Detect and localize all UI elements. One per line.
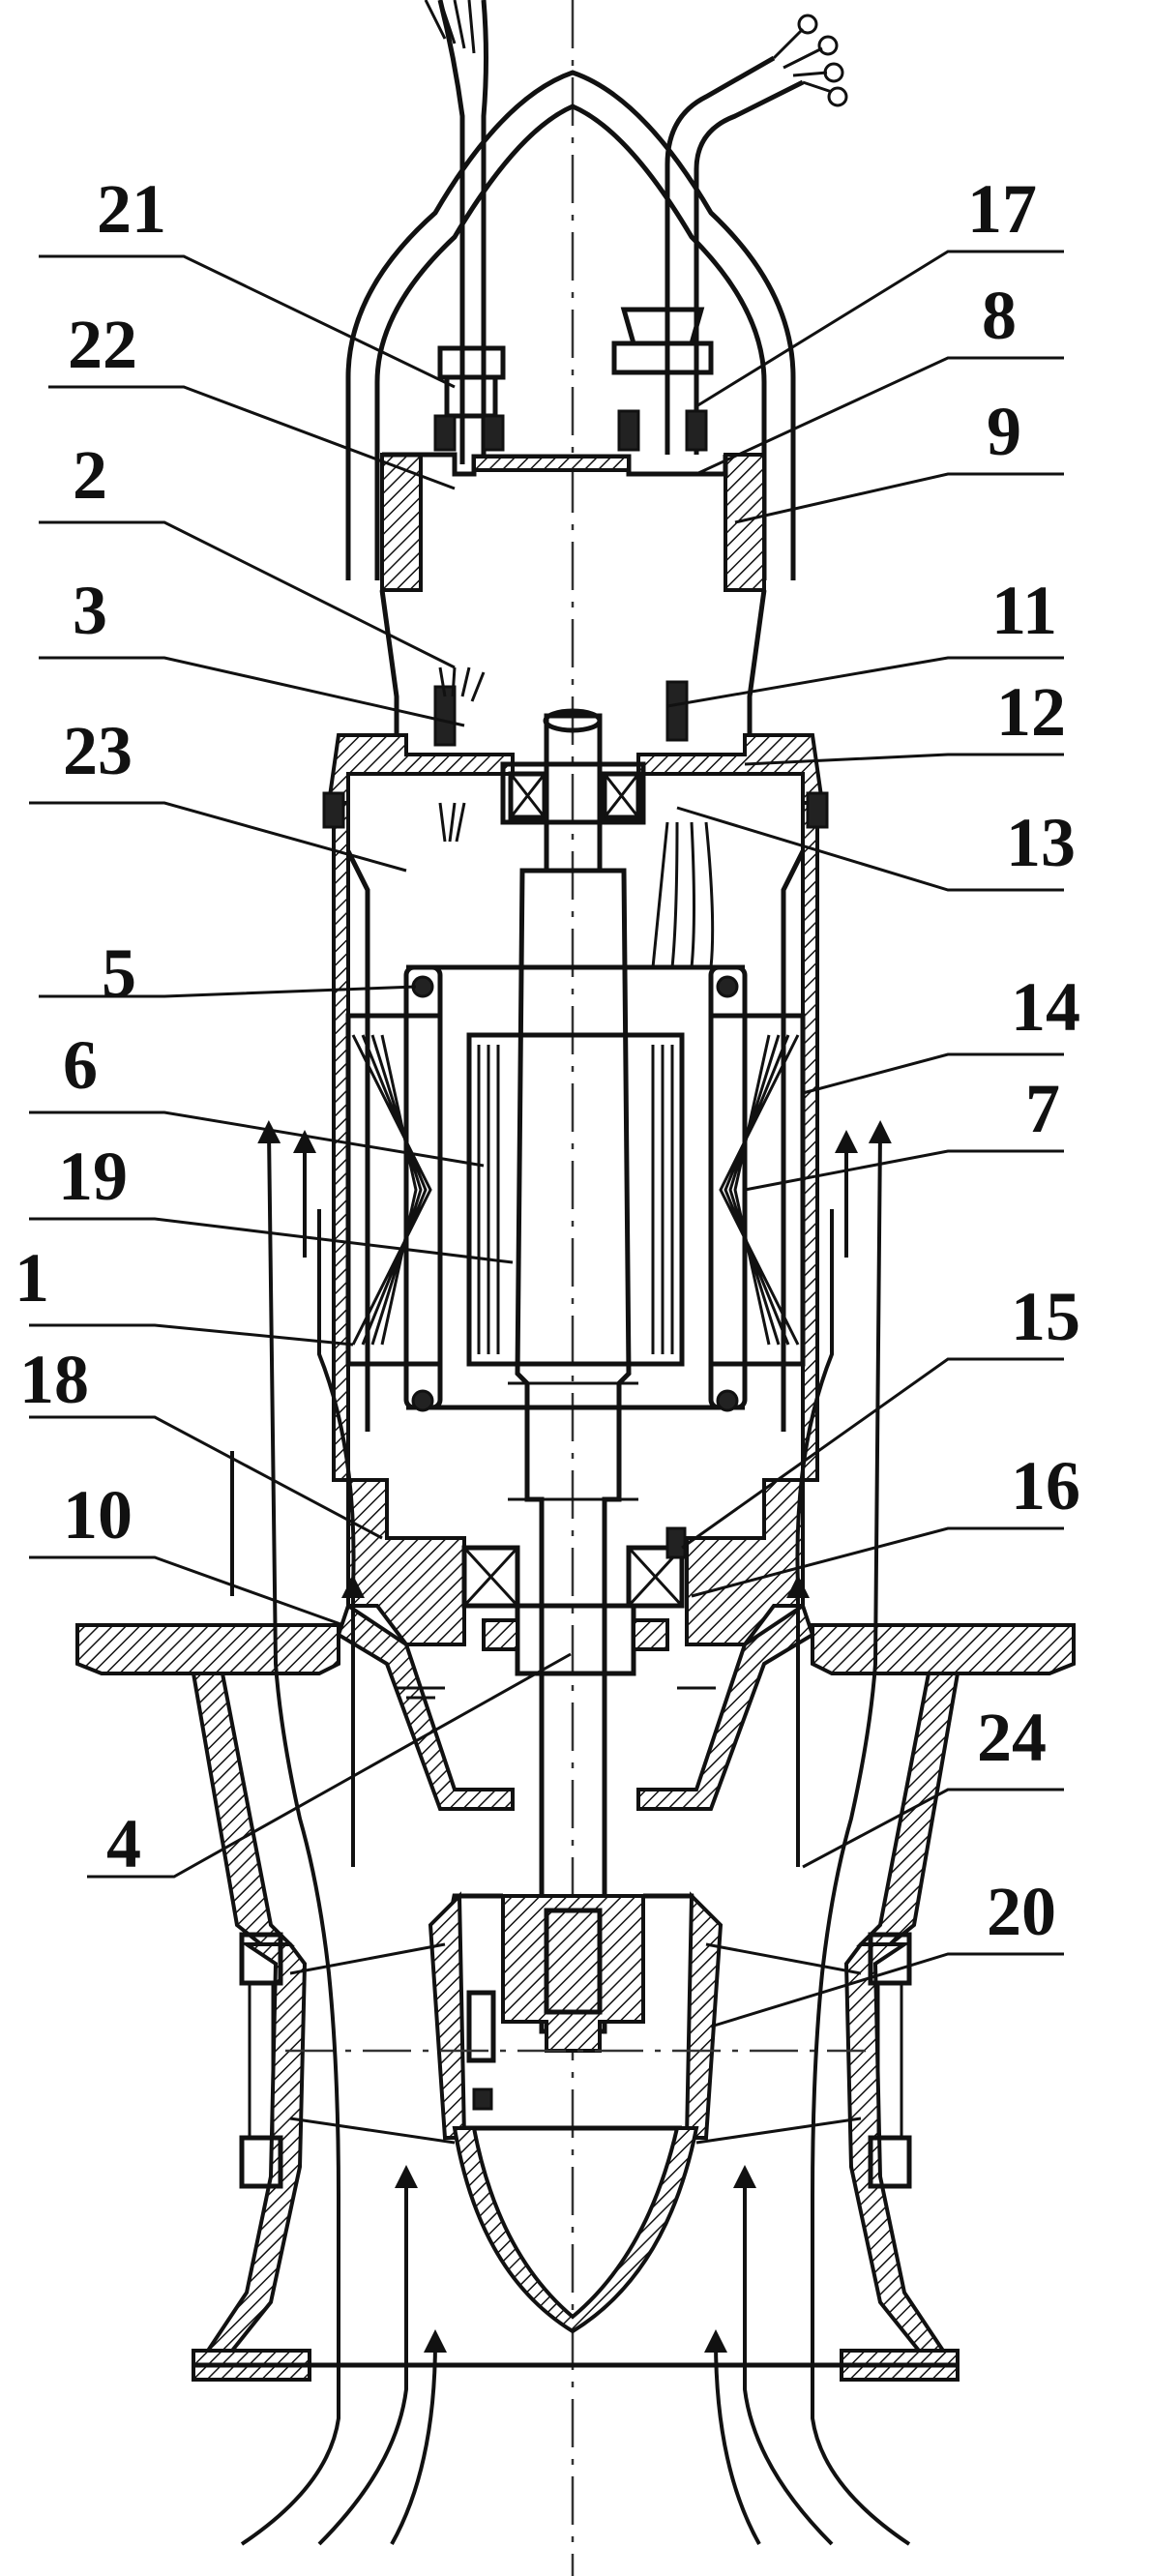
label-4: 4	[106, 1805, 141, 1882]
right-cable	[665, 14, 848, 455]
guide-vanes	[289, 1942, 862, 2145]
cable-gland-left	[433, 345, 506, 452]
label-23: 23	[63, 712, 133, 789]
label-19: 19	[58, 1138, 128, 1215]
label-17: 17	[967, 170, 1037, 248]
nose-cone	[452, 2125, 699, 2334]
label-20: 20	[987, 1873, 1056, 1950]
label-22: 22	[68, 306, 137, 383]
label-21: 21	[97, 170, 166, 248]
cable-gland-right	[611, 307, 714, 452]
leader-lines-left	[29, 254, 572, 1879]
left-cable	[424, 0, 488, 464]
label-5: 5	[102, 934, 136, 1012]
rotor	[466, 1032, 685, 1367]
stator-core	[345, 1013, 806, 1367]
shaft	[508, 713, 638, 2034]
label-9: 9	[987, 393, 1021, 470]
outlet-flange	[75, 1623, 1076, 1675]
label-15: 15	[1011, 1278, 1080, 1355]
label-11: 11	[991, 572, 1057, 649]
label-12: 12	[996, 673, 1066, 751]
label-18: 18	[19, 1341, 89, 1418]
label-14: 14	[1011, 968, 1080, 1046]
terminal-ring	[817, 35, 839, 56]
label-2: 2	[73, 436, 107, 514]
stator-winding	[403, 821, 748, 1412]
inlet-casing	[192, 1932, 960, 2382]
terminal-ring	[823, 62, 844, 83]
impeller	[428, 1891, 724, 2140]
label-1: 1	[15, 1239, 49, 1317]
label-6: 6	[63, 1026, 98, 1104]
label-16: 16	[1011, 1447, 1080, 1525]
label-3: 3	[73, 572, 107, 649]
flow-arrows	[230, 1120, 911, 2546]
lower-bearing-housing	[346, 1478, 805, 1676]
label-13: 13	[1006, 804, 1076, 881]
cable-guard	[345, 70, 796, 580]
label-24: 24	[977, 1699, 1047, 1776]
motor-housing	[322, 791, 829, 1482]
leader-lines-right	[666, 250, 1064, 2028]
label-8: 8	[982, 277, 1017, 354]
part-labels: 21 22 2 3 23 5 6 19 1 18 10 4 17 8 9 11 …	[15, 170, 1080, 1950]
terminal-ring	[827, 86, 848, 107]
label-10: 10	[63, 1476, 133, 1554]
terminal-ring	[797, 14, 818, 35]
label-7: 7	[1025, 1070, 1060, 1147]
junction-box	[379, 452, 767, 735]
